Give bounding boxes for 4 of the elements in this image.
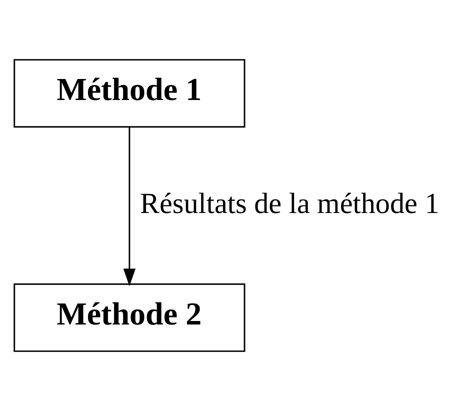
- node-box: Méthode 1: [14, 58, 246, 128]
- node-box: Méthode 2: [14, 282, 246, 352]
- arrow: [123, 126, 136, 286]
- edge-label: Résultats de la méthode 1: [140, 187, 440, 220]
